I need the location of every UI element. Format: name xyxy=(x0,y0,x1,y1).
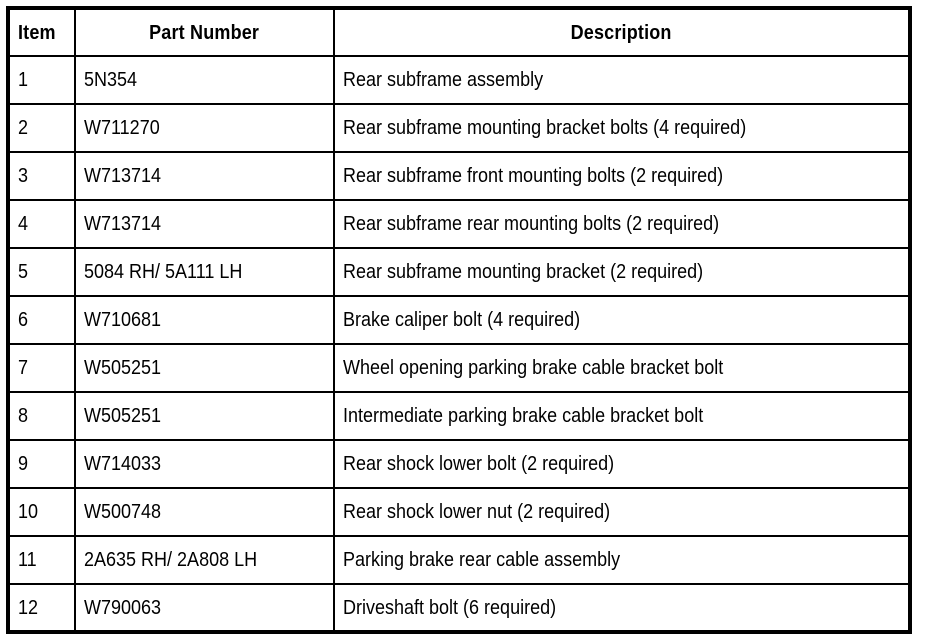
cell-item-text: 12 xyxy=(18,596,39,619)
cell-item: 8 xyxy=(7,391,76,441)
cell-description-text: Rear subframe mounting bracket (2 requir… xyxy=(343,261,704,283)
cell-item: 10 xyxy=(7,487,76,537)
cell-part-number: W710681 xyxy=(74,295,335,345)
cell-item-text: 1 xyxy=(18,69,29,91)
cell-part-number-text: W500748 xyxy=(84,501,162,523)
cell-part-number-text: W505251 xyxy=(84,405,162,427)
cell-description-text: Parking brake rear cable assembly xyxy=(343,549,621,571)
cell-description: Rear subframe front mounting bolts (2 re… xyxy=(333,151,911,201)
cell-description-text: Brake caliper bolt (4 required) xyxy=(343,309,581,331)
cell-description: Wheel opening parking brake cable bracke… xyxy=(333,343,911,393)
table-row: 4 W713714 Rear subframe rear mounting bolt… xyxy=(7,199,911,249)
cell-part-number: W714033 xyxy=(74,439,335,489)
cell-item: 5 xyxy=(7,247,76,297)
table-header-row: Item Part Number Description xyxy=(7,7,911,57)
cell-description-text: Rear subframe mounting bracket bolts (4 … xyxy=(343,117,747,139)
cell-part-number-text: W505251 xyxy=(84,357,162,379)
cell-description-text: Rear shock lower bolt (2 required) xyxy=(343,453,615,475)
cell-item: 7 xyxy=(7,343,76,393)
table-row: 6 W710681 Brake caliper bolt (4 required) xyxy=(7,295,911,345)
cell-description-text: Intermediate parking brake cable bracket… xyxy=(343,405,704,427)
cell-part-number-text: W713714 xyxy=(84,213,162,235)
cell-part-number: W713714 xyxy=(74,199,335,249)
cell-description: Rear subframe rear mounting bolts (2 req… xyxy=(333,199,911,249)
cell-part-number: W711270 xyxy=(74,103,335,153)
cell-item-text: 6 xyxy=(18,309,29,331)
cell-description-text: Rear subframe assembly xyxy=(343,69,544,91)
column-header-item: Item xyxy=(7,7,76,57)
column-header-part-number: Part Number xyxy=(74,7,335,57)
cell-description: Rear subframe assembly xyxy=(333,55,911,105)
cell-item-text: 9 xyxy=(18,453,29,475)
cell-part-number-text: W710681 xyxy=(84,309,162,331)
cell-description: Intermediate parking brake cable bracket… xyxy=(333,391,911,441)
cell-part-number: W790063 xyxy=(74,583,335,633)
cell-description: Parking brake rear cable assembly xyxy=(333,535,911,585)
table-row: 11 2A635 RH/ 2A808 LH Parking brake rear c… xyxy=(7,535,911,585)
cell-item-text: 11 xyxy=(18,549,37,571)
cell-part-number: 2A635 RH/ 2A808 LH xyxy=(74,535,335,585)
cell-description: Driveshaft bolt (6 required) xyxy=(333,583,911,633)
column-header-item-label: Item xyxy=(18,21,56,44)
cell-description: Rear shock lower nut (2 required) xyxy=(333,487,911,537)
cell-part-number: W713714 xyxy=(74,151,335,201)
table-row: 7 W505251 Wheel opening parking brake cabl… xyxy=(7,343,911,393)
cell-description-text: Rear subframe front mounting bolts (2 re… xyxy=(343,165,724,187)
cell-part-number-text: W713714 xyxy=(84,165,162,187)
cell-part-number-text: W711270 xyxy=(84,117,160,139)
cell-item-text: 7 xyxy=(18,357,29,379)
cell-item: 3 xyxy=(7,151,76,201)
cell-description-text: Wheel opening parking brake cable bracke… xyxy=(343,357,724,379)
cell-part-number-text: W790063 xyxy=(84,596,162,619)
table-row: 9 W714033 Rear shock lower bolt (2 require… xyxy=(7,439,911,489)
column-header-description-label: Description xyxy=(570,21,672,44)
table-row: 1 5N354 Rear subframe assembly xyxy=(7,55,911,105)
cell-description: Rear subframe mounting bracket bolts (4 … xyxy=(333,103,911,153)
cell-description: Rear shock lower bolt (2 required) xyxy=(333,439,911,489)
cell-item: 12 xyxy=(7,583,76,633)
cell-description: Rear subframe mounting bracket (2 requir… xyxy=(333,247,911,297)
table-row: 10 W500748 Rear shock lower nut (2 require… xyxy=(7,487,911,537)
cell-item-text: 10 xyxy=(18,501,39,523)
column-header-part-number-label: Part Number xyxy=(149,21,260,44)
cell-description-text: Rear shock lower nut (2 required) xyxy=(343,501,611,523)
cell-part-number-text: 5084 RH/ 5A111 LH xyxy=(84,261,243,283)
cell-item-text: 8 xyxy=(18,405,29,427)
table-row: 5 5084 RH/ 5A111 LH Rear subframe mounting… xyxy=(7,247,911,297)
cell-item: 2 xyxy=(7,103,76,153)
cell-description-text: Driveshaft bolt (6 required) xyxy=(343,596,557,619)
table-header: Item Part Number Description xyxy=(7,7,911,57)
cell-item-text: 2 xyxy=(18,117,29,139)
cell-part-number: 5084 RH/ 5A111 LH xyxy=(74,247,335,297)
cell-item: 9 xyxy=(7,439,76,489)
cell-part-number-text: 5N354 xyxy=(84,69,138,91)
cell-description: Brake caliper bolt (4 required) xyxy=(333,295,911,345)
cell-description-text: Rear subframe rear mounting bolts (2 req… xyxy=(343,213,720,235)
cell-item-text: 4 xyxy=(18,213,29,235)
cell-item: 11 xyxy=(7,535,76,585)
cell-item-text: 3 xyxy=(18,165,29,187)
table-row: 12 W790063 Driveshaft bolt (6 required) xyxy=(7,583,911,633)
table-row: 8 W505251 Intermediate parking brake cable… xyxy=(7,391,911,441)
cell-item: 6 xyxy=(7,295,76,345)
table-row: 3 W713714 Rear subframe front mounting bol… xyxy=(7,151,911,201)
cell-item: 1 xyxy=(7,55,76,105)
cell-part-number: 5N354 xyxy=(74,55,335,105)
cell-part-number: W505251 xyxy=(74,391,335,441)
cell-item: 4 xyxy=(7,199,76,249)
cell-part-number: W500748 xyxy=(74,487,335,537)
cell-part-number-text: 2A635 RH/ 2A808 LH xyxy=(84,549,258,571)
table-row: 2 W711270 Rear subframe mounting bracket b… xyxy=(7,103,911,153)
cell-item-text: 5 xyxy=(18,261,29,283)
cell-part-number-text: W714033 xyxy=(84,453,162,475)
cell-part-number: W505251 xyxy=(74,343,335,393)
column-header-description: Description xyxy=(333,7,911,57)
